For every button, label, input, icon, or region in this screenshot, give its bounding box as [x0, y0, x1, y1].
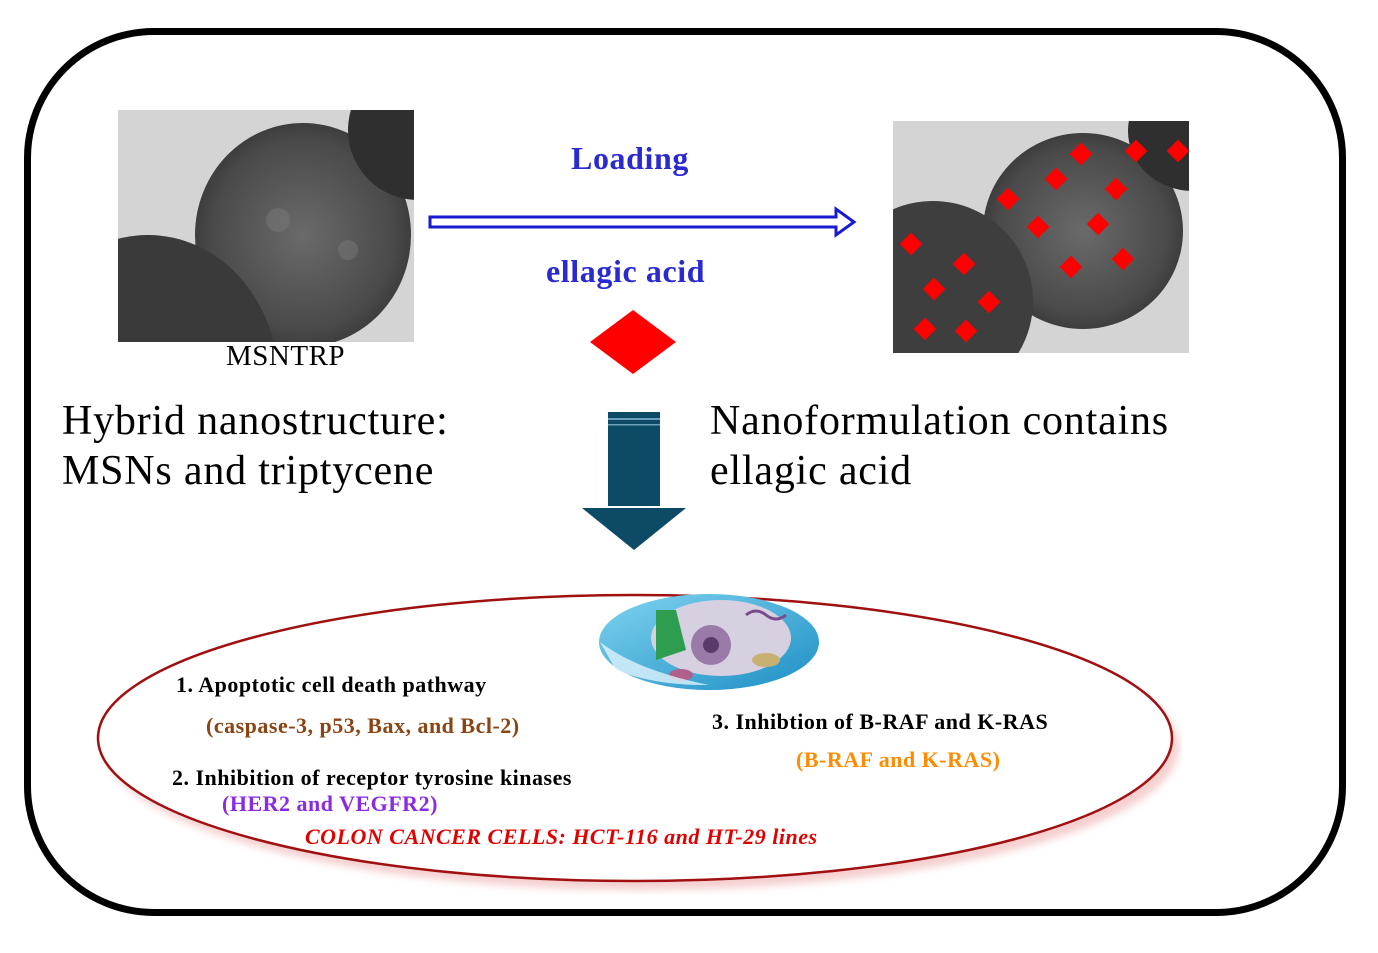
nanoformulation-description: Nanoformulation contains ellagic acid	[710, 396, 1169, 496]
loading-label: Loading	[571, 140, 690, 176]
nanoformulation-line-2: ellagic acid	[710, 448, 912, 494]
msntrp-micrograph	[118, 110, 414, 342]
colon-cancer-cells-label: COLON CANCER CELLS: HCT-116 and HT-29 li…	[305, 824, 818, 849]
down-arrow-icon	[582, 412, 686, 550]
cancer-cell-ellipse	[96, 593, 1179, 890]
item-1-apoptosis: 1. Apoptotic cell death pathway	[176, 672, 487, 697]
hybrid-line-2: MSNs and triptycene	[62, 448, 435, 494]
item-3-braf-kras: 3. Inhibtion of B-RAF and K-RAS	[712, 709, 1049, 734]
loading-arrow	[428, 206, 857, 238]
micrograph-caption: MSNTRP	[226, 340, 346, 372]
item-2-detail: (HER2 and VEGFR2)	[222, 791, 438, 816]
cell-icon	[599, 594, 819, 690]
hybrid-line-1: Hybrid nanostructure:	[62, 398, 449, 444]
ellagic-acid-diamond-icon	[590, 310, 676, 374]
ellagic-acid-label: ellagic acid	[546, 253, 706, 289]
nanoformulation-line-1: Nanoformulation contains	[710, 398, 1169, 444]
item-2-rtk: 2. Inhibition of receptor tyrosine kinas…	[172, 765, 572, 790]
hybrid-description: Hybrid nanostructure: MSNs and triptycen…	[62, 396, 449, 496]
loaded-micrograph	[893, 121, 1189, 353]
item-1-detail: (caspase-3, p53, Bax, and Bcl-2)	[206, 713, 520, 738]
rounded-frame	[24, 28, 1346, 916]
item-3-detail: (B-RAF and K-RAS)	[796, 747, 1001, 772]
